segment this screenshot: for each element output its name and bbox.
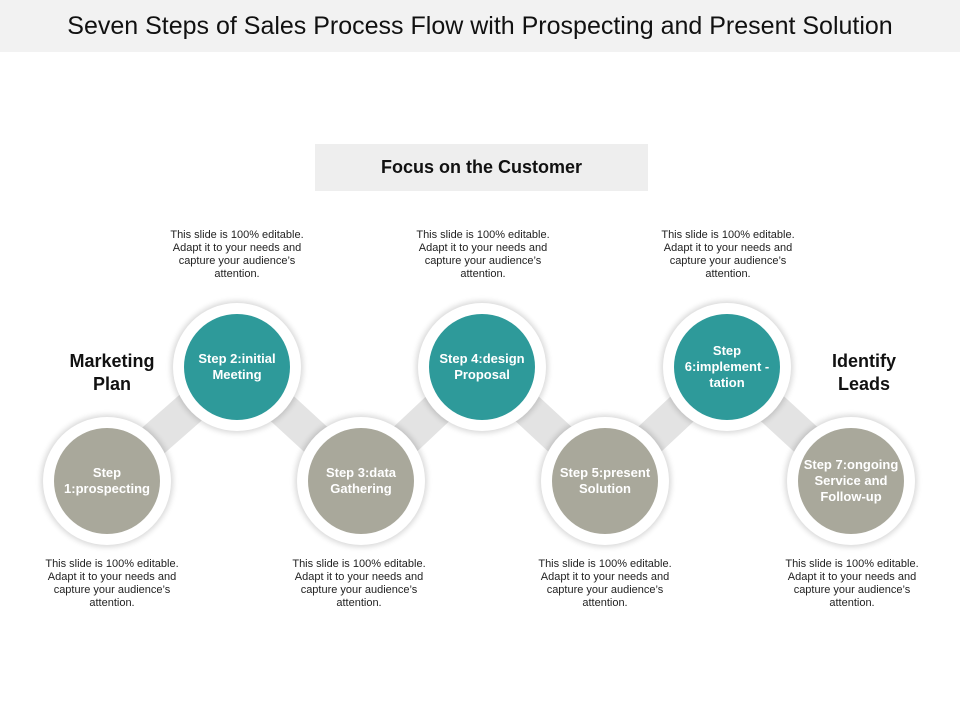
step-5-label: Step 5:present Solution	[559, 465, 651, 496]
step-6-circle: Step 6:implement -tation	[674, 314, 780, 420]
marketing-plan-label: Marketing Plan	[69, 351, 155, 394]
step-1-label: Step 1:prospecting	[64, 465, 150, 496]
step-4-node: Step 4:design Proposal	[418, 303, 546, 431]
step-5-description: This slide is 100% editable. Adapt it to…	[538, 558, 672, 609]
step-7-circle: Step 7:ongoing Service and Follow-up	[798, 428, 904, 534]
focus-text: Focus on the Customer	[380, 157, 582, 177]
page-title: Seven Steps of Sales Process Flow with P…	[67, 11, 893, 40]
step-6-node: Step 6:implement -tation	[663, 303, 791, 431]
identify-leads-label: Identify Leads	[831, 351, 896, 394]
step-2-node: Step 2:initial Meeting	[173, 303, 301, 431]
step-6-description: This slide is 100% editable. Adapt it to…	[661, 229, 795, 280]
step-2-description: This slide is 100% editable. Adapt it to…	[170, 229, 304, 280]
step-3-node: Step 3:data Gathering	[297, 417, 425, 545]
step-1-circle: Step 1:prospecting	[54, 428, 160, 534]
step-2-circle: Step 2:initial Meeting	[184, 314, 290, 420]
step-6-label: Step 6:implement -tation	[684, 343, 770, 390]
title-bar: Seven Steps of Sales Process Flow with P…	[0, 0, 960, 52]
step-7-node: Step 7:ongoing Service and Follow-up	[787, 417, 915, 545]
step-3-description: This slide is 100% editable. Adapt it to…	[292, 558, 426, 609]
step-4-circle: Step 4:design Proposal	[429, 314, 535, 420]
step-3-label: Step 3:data Gathering	[325, 465, 397, 496]
step-3-circle: Step 3:data Gathering	[308, 428, 414, 534]
step-1-node: Step 1:prospecting	[43, 417, 171, 545]
focus-banner: Focus on the Customer	[315, 144, 648, 191]
step-1-description: This slide is 100% editable. Adapt it to…	[45, 558, 179, 609]
step-4-label: Step 4:design Proposal	[439, 351, 525, 382]
step-4-description: This slide is 100% editable. Adapt it to…	[416, 229, 550, 280]
step-7-description: This slide is 100% editable. Adapt it to…	[785, 558, 919, 609]
step-2-label: Step 2:initial Meeting	[198, 351, 276, 382]
step-5-node: Step 5:present Solution	[541, 417, 669, 545]
step-7-label: Step 7:ongoing Service and Follow-up	[803, 457, 899, 504]
step-5-circle: Step 5:present Solution	[552, 428, 658, 534]
